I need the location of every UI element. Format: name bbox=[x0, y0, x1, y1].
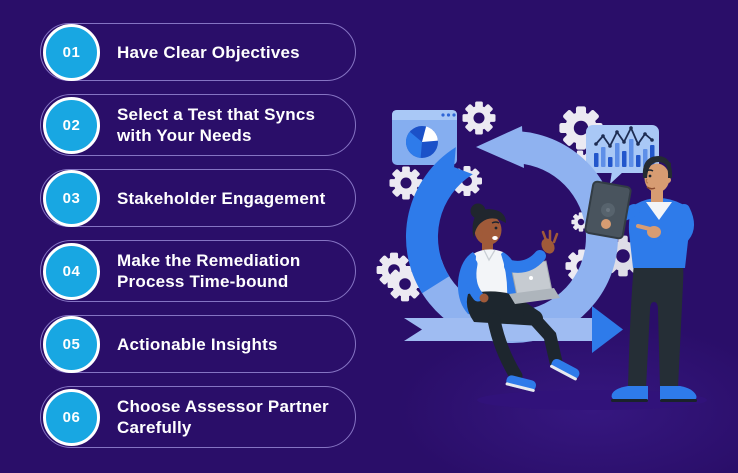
steps-list: 01 Have Clear Objectives 02 Select a Tes… bbox=[40, 23, 356, 461]
process-illustration bbox=[376, 101, 707, 410]
step-label: Select a Test that Syncs with Your Needs bbox=[117, 105, 316, 145]
step-label: Stakeholder Engagement bbox=[117, 188, 326, 208]
step-number-badge: 04 bbox=[43, 242, 100, 300]
step-item-4: 04 Make the Remediation Process Time-bou… bbox=[40, 240, 356, 302]
gear-icon bbox=[602, 235, 644, 277]
step-label: Actionable Insights bbox=[117, 334, 278, 354]
tablet-icon bbox=[584, 180, 632, 240]
step-item-2: 02 Select a Test that Syncs with Your Ne… bbox=[40, 94, 356, 156]
step-number-badge: 01 bbox=[43, 23, 100, 81]
cycle-arrow-icon bbox=[405, 147, 473, 294]
shoe-icon bbox=[660, 386, 697, 402]
gear-icon bbox=[462, 101, 496, 135]
step-number-badge: 03 bbox=[43, 169, 100, 227]
step-item-1: 01 Have Clear Objectives bbox=[40, 23, 356, 81]
cycle-arrowhead-icon bbox=[476, 126, 524, 168]
man-with-tablet bbox=[584, 156, 697, 402]
step-label: Choose Assessor Partner Carefully bbox=[117, 397, 329, 437]
woman-with-laptop bbox=[457, 203, 580, 392]
step-label: Make the Remediation Process Time-bound bbox=[117, 251, 301, 291]
gear-icon bbox=[559, 106, 603, 150]
step-number-badge: 02 bbox=[43, 96, 100, 154]
gear-icon bbox=[387, 266, 423, 302]
step-item-5: 05 Actionable Insights bbox=[40, 315, 356, 373]
pie-chart-window-icon bbox=[392, 110, 457, 165]
sneaker-icon bbox=[505, 375, 536, 392]
gear-icon bbox=[571, 212, 591, 232]
ground-shadow bbox=[477, 390, 707, 410]
cycle-arrow-icon bbox=[411, 131, 619, 344]
step-item-3: 03 Stakeholder Engagement bbox=[40, 169, 356, 227]
step-number-badge: 05 bbox=[43, 315, 100, 373]
step-label: Have Clear Objectives bbox=[117, 42, 300, 62]
step-number-badge: 06 bbox=[43, 388, 100, 446]
sneaker-icon bbox=[550, 358, 580, 381]
bar-line-chart-bubble-icon bbox=[586, 125, 659, 184]
gear-icon bbox=[389, 166, 423, 200]
shoe-icon bbox=[611, 386, 648, 402]
step-item-6: 06 Choose Assessor Partner Carefully bbox=[40, 386, 356, 448]
